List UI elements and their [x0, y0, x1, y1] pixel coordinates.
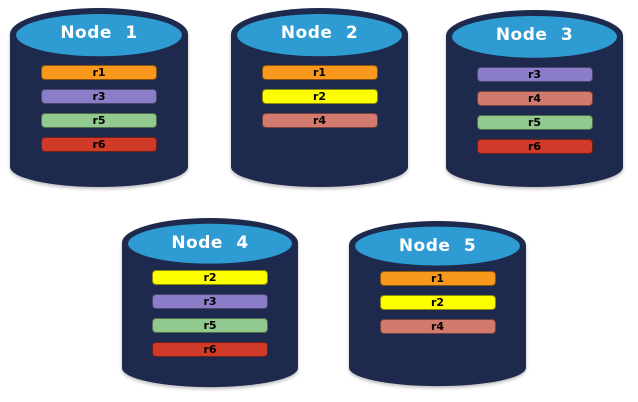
replica-bar-r2: r2 [379, 295, 496, 310]
replica-bar-r6: r6 [41, 137, 157, 152]
replica-bar-r1: r1 [261, 65, 378, 80]
database-node-5: Node 5 r1 r2 r4 [349, 221, 526, 388]
replica-bar-r6: r6 [152, 342, 268, 357]
replica-bar-r4: r4 [379, 319, 496, 334]
cylinder-top-ellipse [355, 226, 520, 266]
database-node-4: Node 4 r2 r3 r5 r6 [122, 218, 298, 389]
replica-bar-r4: r4 [261, 113, 378, 128]
database-node-3: Node 3 r3 r4 r5 r6 [446, 10, 623, 189]
node-title: Node 1 [60, 23, 138, 43]
database-node-1: Node 1 r1 r3 r5 r6 [10, 8, 188, 189]
node-title: Node 3 [495, 25, 574, 45]
replica-bar-r3: r3 [152, 294, 268, 309]
replica-list: r1 r2 r4 [349, 271, 526, 334]
replica-bar-r5: r5 [152, 318, 268, 333]
replica-bar-r2: r2 [261, 89, 378, 104]
node-title: Node 4 [171, 233, 249, 253]
replica-bar-r6: r6 [476, 139, 593, 154]
replica-bar-r5: r5 [41, 113, 157, 128]
replica-list: r1 r3 r5 r6 [10, 65, 188, 152]
replica-bar-r3: r3 [41, 89, 157, 104]
database-node-2: Node 2 r1 r2 r4 [231, 8, 408, 189]
replica-list: r3 r4 r5 r6 [446, 67, 623, 154]
replica-bar-r3: r3 [476, 67, 593, 82]
replica-bar-r4: r4 [476, 91, 593, 106]
node-title: Node 5 [398, 236, 477, 256]
cylinder-top-ellipse [237, 14, 402, 57]
replica-bar-r5: r5 [476, 115, 593, 130]
cylinder-top-ellipse [452, 15, 617, 58]
replica-list: r2 r3 r5 r6 [122, 270, 298, 357]
node-title: Node 2 [280, 23, 359, 43]
cylinder-top-ellipse [16, 14, 182, 57]
replica-bar-r2: r2 [152, 270, 268, 285]
cylinder-top-ellipse [128, 223, 292, 264]
replica-list: r1 r2 r4 [231, 65, 408, 128]
replica-bar-r1: r1 [41, 65, 157, 80]
replica-bar-r1: r1 [379, 271, 496, 286]
